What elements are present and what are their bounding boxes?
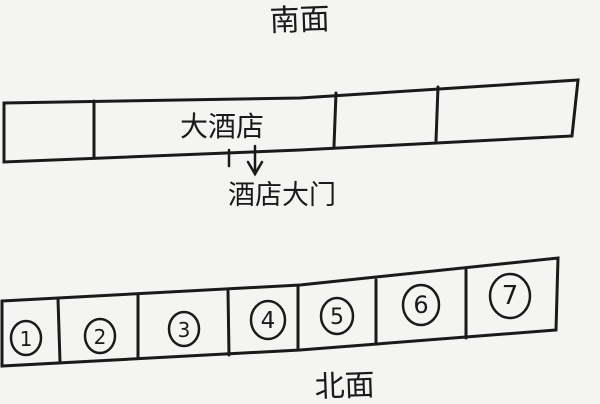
unit-circle-6 (401, 283, 441, 327)
unit-number-7: 7 (502, 281, 519, 311)
unit-circle-2 (83, 317, 117, 355)
south-building-row (2, 78, 580, 164)
unit-number-2: 2 (94, 325, 107, 349)
unit-number-1: 1 (20, 327, 33, 351)
north-row-outline (0, 256, 560, 368)
south-divider-2 (332, 91, 338, 148)
gate-arrow (227, 144, 264, 177)
unit-circle-5 (319, 296, 355, 336)
hotel-label: 大酒店 (180, 110, 264, 143)
unit-number-3: 3 (178, 318, 191, 342)
gate-arrow-head (246, 160, 264, 177)
south-row-outline (2, 78, 580, 164)
unit-circle-4 (249, 299, 287, 341)
unit-number-4: 4 (261, 308, 276, 334)
hotel-gate-label: 酒店大门 (228, 180, 336, 211)
north-unit-numbers: 1 2 3 4 5 6 7 (9, 272, 532, 357)
unit-circle-1 (9, 319, 43, 357)
north-building-row (0, 256, 560, 368)
north-divider-3 (226, 289, 231, 357)
south-side-label: 南面 (269, 2, 330, 39)
unit-number-5: 5 (330, 305, 344, 330)
unit-circle-3 (167, 310, 201, 348)
north-side-label: 北面 (314, 368, 375, 400)
unit-number-6: 6 (413, 291, 428, 319)
unit-circle-7 (488, 272, 532, 320)
north-divider-1 (56, 297, 62, 364)
south-divider-3 (434, 85, 440, 143)
